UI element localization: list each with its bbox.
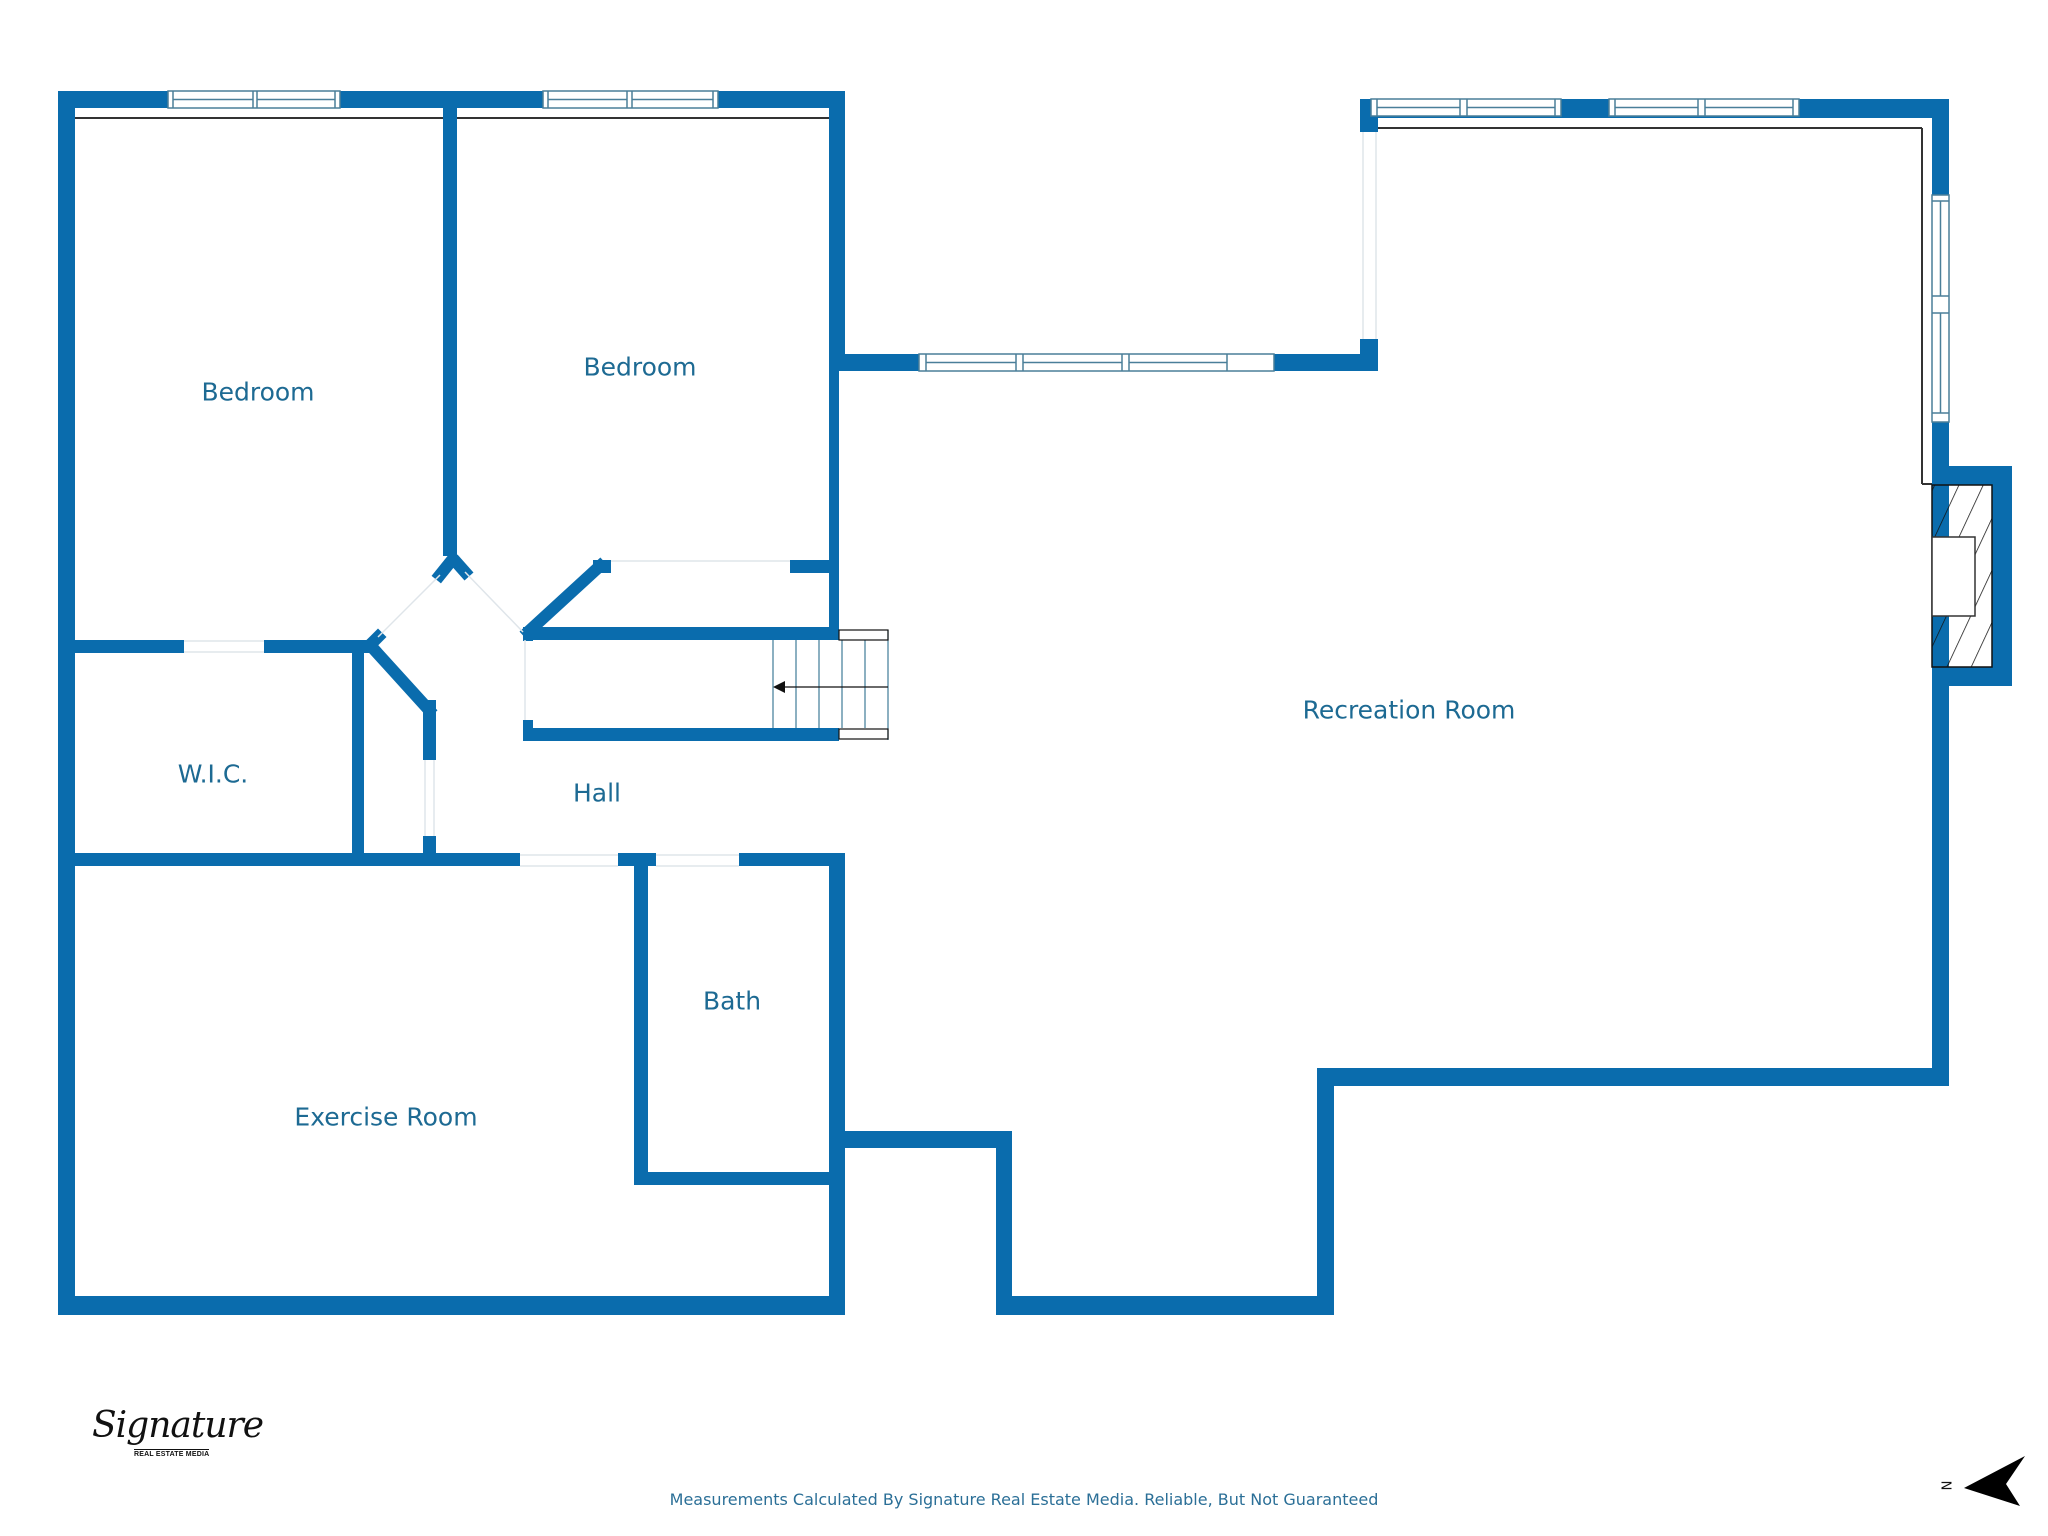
room-label-bath: Bath (702, 986, 762, 1016)
room-label-bedroom-1: Bedroom (201, 377, 315, 407)
measurement-disclaimer: Measurements Calculated By Signature Rea… (669, 1490, 1379, 1509)
compass-north-label: N (1937, 1480, 1953, 1491)
logo-script-text: Signature (92, 1405, 264, 1446)
stair-direction-arrow-icon (773, 681, 785, 693)
room-label-bedroom-2: Bedroom (583, 352, 697, 382)
room-label-exercise-room: Exercise Room (294, 1102, 478, 1132)
ledge-lines (75, 117, 1932, 485)
diagonal-walls (361, 551, 609, 719)
room-label-wic: W.I.C. (177, 759, 249, 789)
compass: N (1937, 1450, 2030, 1510)
room-label-recreation-room: Recreation Room (1302, 695, 1516, 725)
logo-subtitle: REAL ESTATE MEDIA (134, 1449, 210, 1458)
fireplace (1931, 484, 1993, 668)
door-openings (184, 132, 1377, 867)
room-label-hall: Hall (572, 778, 622, 808)
staircase (772, 629, 889, 740)
north-arrow-icon (1964, 1456, 2025, 1506)
windows (167, 90, 1950, 423)
signature-logo: Signature REAL ESTATE MEDIA (74, 1405, 264, 1475)
